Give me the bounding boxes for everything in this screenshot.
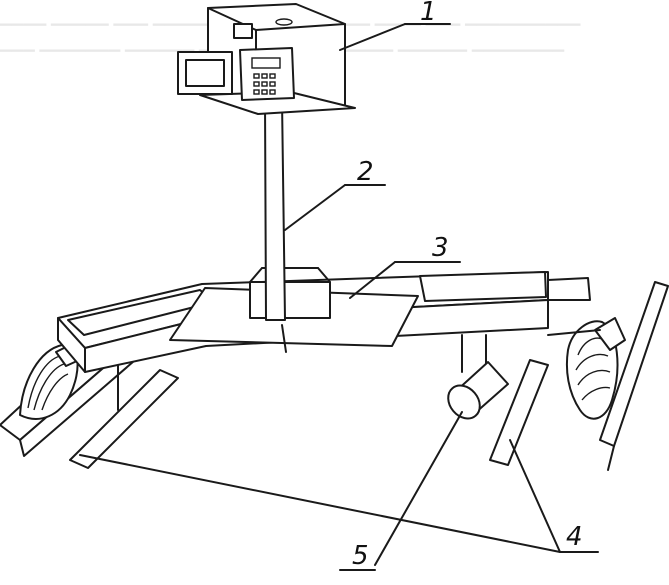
instrument-box [177, 3, 356, 115]
leader-lines [79, 23, 599, 571]
right-wheel-clamp [547, 317, 626, 420]
callout-2: 2 [357, 157, 374, 187]
callout-3: 3 [432, 233, 449, 263]
right-guide-rail [489, 281, 669, 471]
roller [447, 334, 509, 420]
callout-5: 5 [352, 541, 369, 571]
callout-4: 4 [566, 522, 583, 552]
column [264, 99, 286, 321]
callout-1: 1 [420, 0, 437, 27]
